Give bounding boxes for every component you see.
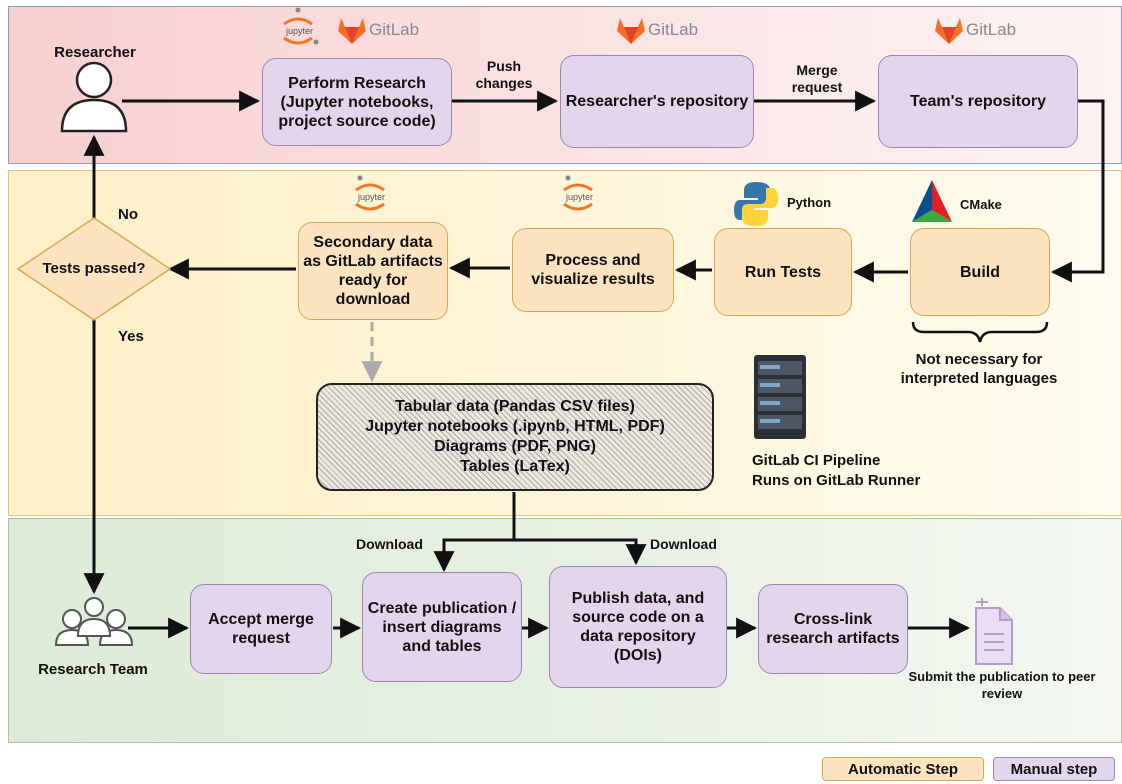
runner-label: Runs on GitLab Runner bbox=[752, 472, 921, 489]
edge-download-branch bbox=[433, 492, 516, 573]
edge-download-branch-2 bbox=[514, 538, 647, 566]
gitlab-logo-text: GitLab bbox=[966, 20, 1017, 39]
team-repo-node[interactable]: Team's repository bbox=[878, 55, 1078, 148]
perform-research-node[interactable]: Perform Research (Jupyter notebooks, pro… bbox=[262, 58, 452, 146]
submit-label: Submit the publication to peer review bbox=[908, 669, 1096, 701]
artifact-item: Tables (LaTex) bbox=[460, 458, 570, 475]
create-publication-node[interactable]: Create publication / insert diagrams and… bbox=[362, 572, 522, 682]
merge-request-label: Merge request bbox=[791, 62, 843, 95]
push-changes-label: Push changes bbox=[475, 58, 533, 91]
download-label: Download bbox=[356, 536, 423, 552]
python-logo-text: Python bbox=[787, 195, 832, 210]
jupyter-logo-text: jupyter bbox=[286, 26, 314, 36]
decision-diamond bbox=[16, 217, 172, 321]
legend-manual: Manual step bbox=[993, 757, 1115, 781]
publish-data-node[interactable]: Publish data, and source code on a data … bbox=[549, 566, 727, 688]
jupyter-logo-text: jupyter bbox=[358, 192, 386, 202]
jupyter-logo-text: jupyter bbox=[566, 192, 594, 202]
cross-link-node[interactable]: Cross-link research artifacts bbox=[758, 584, 908, 674]
yes-label: Yes bbox=[118, 328, 144, 345]
edge-team-repo-to-build bbox=[1050, 99, 1105, 283]
accept-merge-node[interactable]: Accept merge request bbox=[190, 584, 332, 674]
download-label: Download bbox=[650, 536, 717, 552]
build-brace bbox=[911, 321, 1049, 343]
cmake-logo-text: CMake bbox=[960, 197, 1002, 212]
gitlab-logo-text: GitLab bbox=[648, 20, 699, 39]
process-visualize-node[interactable]: Process and visualize results bbox=[512, 228, 674, 312]
legend-automatic: Automatic Step bbox=[822, 757, 984, 781]
artifact-item: Jupyter notebooks (.ipynb, HTML, PDF) bbox=[365, 418, 665, 435]
pipeline-label: GitLab CI Pipeline bbox=[752, 452, 881, 469]
tests-passed-label: Tests passed? bbox=[42, 260, 146, 277]
secondary-data-node[interactable]: Secondary data as GitLab artifacts ready… bbox=[298, 222, 448, 320]
research-team-label: Research Team bbox=[38, 661, 148, 678]
researcher-repo-node[interactable]: Researcher's repository bbox=[560, 55, 754, 148]
researcher-label: Researcher bbox=[54, 44, 136, 61]
artifact-item: Diagrams (PDF, PNG) bbox=[434, 438, 596, 455]
no-label: No bbox=[118, 206, 138, 223]
run-tests-node[interactable]: Run Tests bbox=[714, 228, 852, 316]
build-note: Not necessary for interpreted languages bbox=[900, 351, 1058, 387]
artifact-item: Tabular data (Pandas CSV files) bbox=[395, 398, 635, 415]
build-node[interactable]: Build bbox=[910, 228, 1050, 316]
artifacts-list: Tabular data (Pandas CSV files) Jupyter … bbox=[316, 383, 714, 491]
gitlab-logo-text: GitLab bbox=[369, 20, 420, 39]
